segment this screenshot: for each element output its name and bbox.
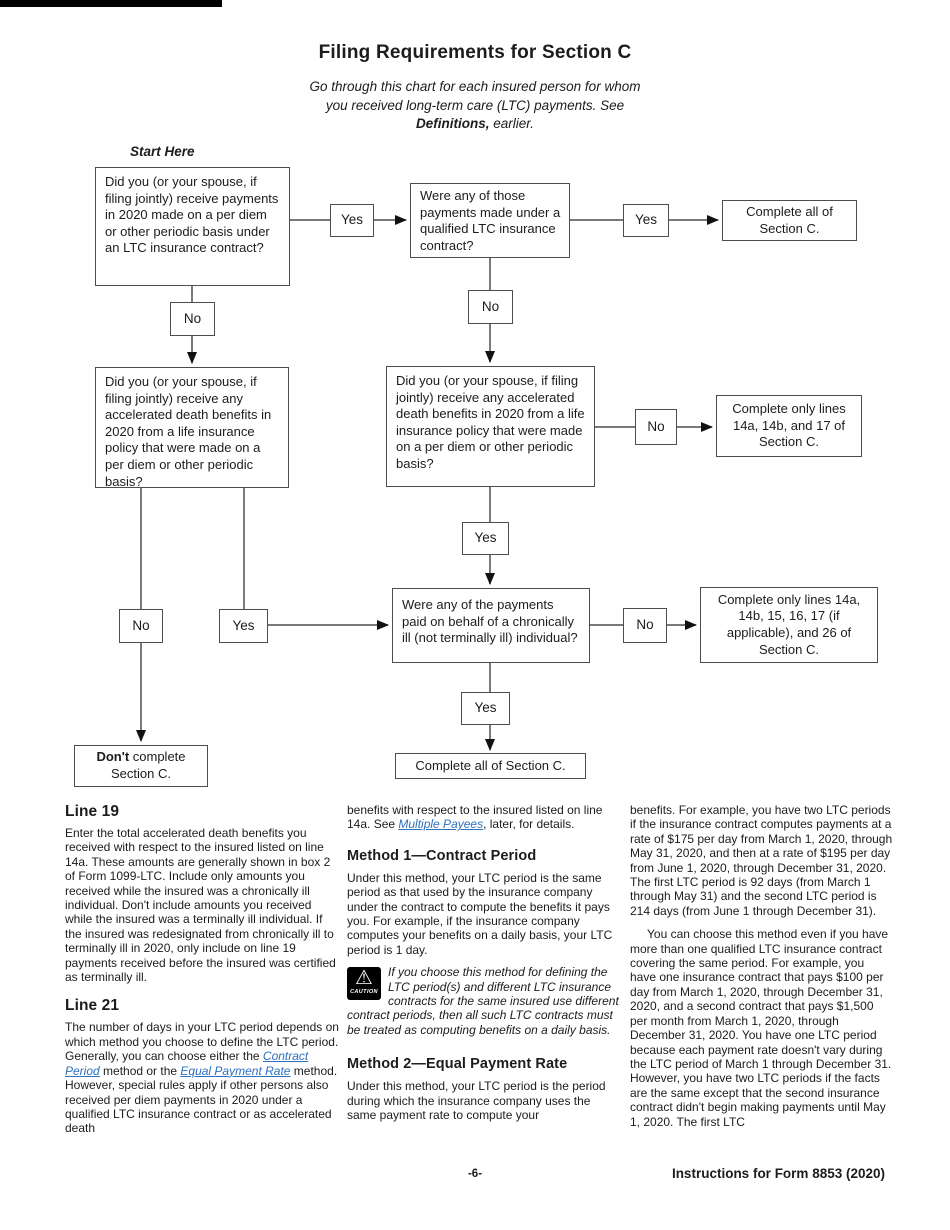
- line21-seg-3: method. However, special rules apply if …: [65, 1063, 338, 1136]
- dont-bold: Don't: [96, 749, 130, 765]
- flow-label-yes-4: Yes: [219, 609, 268, 643]
- flow-question-qualified-contract: Were any of those payments made under a …: [410, 183, 570, 258]
- flow-question-death-benefits-left: Did you (or your spouse, if filing joint…: [95, 367, 289, 489]
- paragraph-line-19: Enter the total accelerated death benefi…: [65, 826, 336, 985]
- flow-label-yes-1: Yes: [330, 204, 374, 237]
- heading-method-2: Method 2—Equal Payment Rate: [347, 1056, 568, 1073]
- intro-text: Go through this chart for each insured p…: [305, 78, 645, 134]
- flow-label-no-3: No: [635, 409, 677, 445]
- footer-document-title: Instructions for Form 8853 (2020): [671, 1166, 885, 1181]
- link-multiple-payees[interactable]: Multiple Payees: [398, 817, 484, 832]
- warning-triangle-icon: ⚠: [355, 967, 373, 990]
- flowchart-connectors: [136, 215, 719, 751]
- flow-result-complete-14a-17: Complete only lines 14a, 14b, and 17 of …: [716, 395, 862, 457]
- heading-method-1: Method 1—Contract Period: [347, 847, 537, 864]
- paragraph-method-1: Under this method, your LTC period is th…: [347, 870, 613, 957]
- flow-question-death-benefits-mid: Did you (or your spouse, if filing joint…: [386, 366, 595, 487]
- paragraph-example-2: You can choose this method even if you h…: [630, 927, 892, 1129]
- cont-seg-1: benefits with respect to the insured lis…: [347, 803, 603, 832]
- flow-label-no-4: No: [623, 608, 667, 643]
- flow-question-per-diem-ltc: Did you (or your spouse, if filing joint…: [95, 167, 290, 286]
- text-column-2: benefits with respect to the insured lis…: [347, 803, 621, 1125]
- paragraph-method-2: Under this method, your LTC period is th…: [347, 1079, 606, 1123]
- flow-result-complete-all-bottom: Complete all of Section C.: [395, 753, 586, 779]
- flow-result-dont-complete: Don't complete Section C.: [74, 745, 208, 787]
- intro-post: earlier.: [489, 116, 534, 131]
- text-column-3: benefits. For example, you have two LTC …: [630, 803, 893, 1131]
- flow-result-complete-all-top: Complete all of Section C.: [722, 200, 857, 241]
- intro-definitions-ref: Definitions,: [415, 116, 490, 131]
- intro-pre: Go through this chart for each insured p…: [309, 79, 641, 113]
- flow-label-no-5: No: [119, 609, 163, 643]
- start-here-label: Start Here: [130, 144, 195, 159]
- flow-label-no-1: No: [170, 302, 215, 336]
- caution-icon-label: CAUTION: [350, 989, 378, 996]
- page-number: -6-: [467, 1168, 483, 1180]
- flow-label-no-2: No: [468, 290, 513, 324]
- paragraph-line-21: The number of days in your LTC period de…: [65, 1020, 339, 1135]
- flow-label-yes-5: Yes: [461, 692, 510, 725]
- heading-line-19: Line 19: [65, 803, 120, 820]
- cont-seg-2: , later, for details.: [483, 817, 575, 832]
- text-column-1: Line 19 Enter the total accelerated deat…: [65, 803, 339, 1138]
- page-title: Filing Requirements for Section C: [318, 42, 632, 63]
- heading-line-21: Line 21: [65, 997, 120, 1015]
- flow-label-yes-2: Yes: [623, 204, 669, 237]
- filing-requirements-flowchart: Start Here Did you (or your spouse, if f…: [74, 144, 878, 787]
- scan-edge-bar: [0, 0, 222, 7]
- flow-label-yes-3: Yes: [462, 522, 509, 555]
- paragraph-example-1: benefits. For example, you have two LTC …: [630, 803, 893, 918]
- paragraph-continuation: benefits with respect to the insured lis…: [347, 803, 621, 832]
- line21-seg-2: method or the: [99, 1063, 181, 1078]
- line21-seg-1: The number of days in your LTC period de…: [65, 1020, 339, 1064]
- flow-result-complete-26: Complete only lines 14a, 14b, 15, 16, 17…: [700, 587, 878, 663]
- link-contract-period[interactable]: Contract Period: [65, 1049, 309, 1078]
- link-equal-payment-rate[interactable]: Equal Payment Rate: [180, 1063, 291, 1078]
- dont-rest: complete Section C.: [111, 749, 186, 781]
- caution-note: ⚠ CAUTION If you choose this method for …: [347, 965, 621, 1037]
- caution-icon: ⚠ CAUTION: [347, 967, 381, 1001]
- flow-question-chronically-ill: Were any of the payments paid on behalf …: [392, 588, 590, 663]
- caution-text: If you choose this method for defining t…: [347, 965, 619, 1037]
